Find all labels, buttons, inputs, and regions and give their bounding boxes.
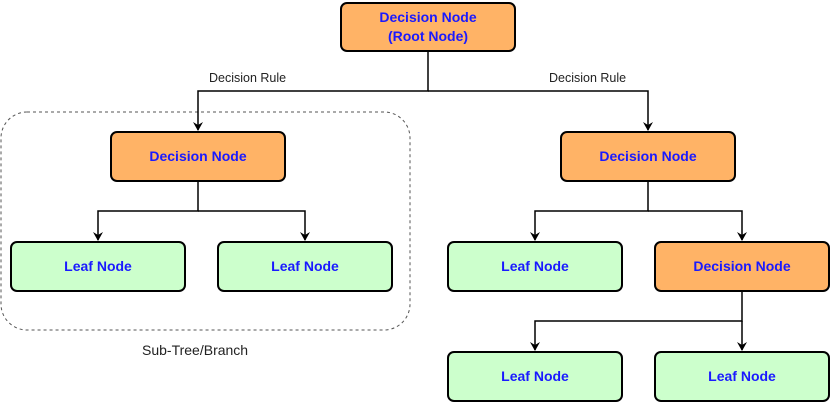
root-node-line2: (Root Node) [387,28,469,44]
edge-root-right [428,90,653,131]
subtree-boundary [0,111,411,331]
edge-right-decision-right [648,210,747,241]
sub-decision-node-label: Decision Node [693,258,791,274]
sub-decision-node[interactable]: Decision Node [654,241,830,292]
root-decision-node[interactable]: Decision Node (Root Node) [340,2,516,52]
edge-label-right: Decision Rule [547,71,629,85]
right-leaf-node[interactable]: Leaf Node [447,241,623,292]
right-decision-node[interactable]: Decision Node [560,131,736,182]
root-node-line1: Decision Node [379,9,477,25]
left-decision-node[interactable]: Decision Node [110,131,286,182]
edge-sub-decision-left [530,292,743,351]
left-leaf-node-2-label: Leaf Node [271,258,339,274]
right-leaf-node-label: Leaf Node [501,258,569,274]
left-leaf-node-2[interactable]: Leaf Node [217,241,393,292]
left-leaf-node-1[interactable]: Leaf Node [10,241,186,292]
bottom-leaf-node-1[interactable]: Leaf Node [447,351,623,402]
bottom-leaf-node-1-label: Leaf Node [501,368,569,384]
right-decision-node-label: Decision Node [599,148,697,164]
left-decision-node-label: Decision Node [149,148,247,164]
edge-right-decision-left [530,182,649,241]
edge-root-horizontal [193,52,429,131]
left-leaf-node-1-label: Leaf Node [64,258,132,274]
edge-label-left: Decision Rule [207,71,289,85]
subtree-caption: Sub-Tree/Branch [142,342,249,358]
edge-left-decision-right [198,210,310,241]
bottom-leaf-node-2-label: Leaf Node [708,368,776,384]
bottom-leaf-node-2[interactable]: Leaf Node [654,351,830,402]
edge-left-decision-left [93,182,199,241]
